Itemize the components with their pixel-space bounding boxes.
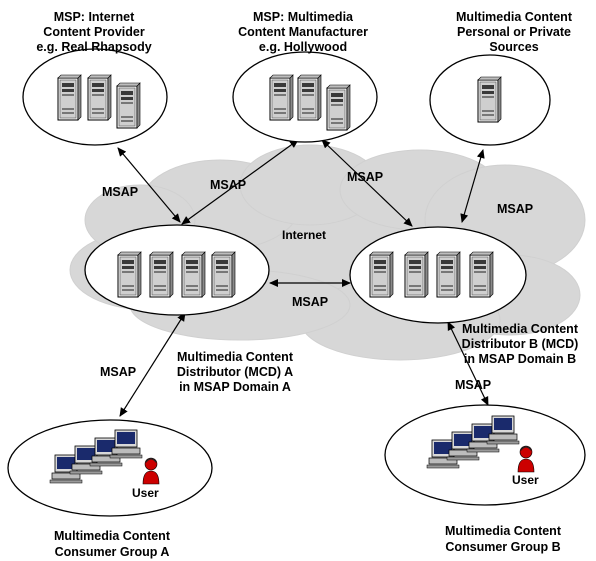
mcd-a-caption-2: Distributor (MCD) A [177,365,293,379]
server-icon [436,251,461,298]
mcd-a-caption-1: Multimedia Content [177,350,294,364]
workstation-icon [109,429,143,459]
node-mcd-a: Multimedia Content Distributor (MCD) A i… [84,224,294,394]
server-icon [116,82,141,129]
msap-label-consumer-a: MSAP [100,365,136,379]
provider-caption-1: MSP: Internet [54,10,135,24]
node-mcd-b: Multimedia Content Distributor B (MCD) i… [349,226,579,366]
personal-caption-2: Personal or Private [457,25,571,39]
server-icon [211,251,236,298]
consumer-a-user-label: User [132,486,159,500]
server-icon [404,251,429,298]
server-icon [297,74,322,121]
server-icon [326,84,351,131]
server-icon [181,251,206,298]
consumer-b-caption-1: Multimedia Content [445,524,562,538]
links [117,139,489,417]
manufacturer-caption-3: e.g. Hollywood [259,40,347,54]
msap-label-a-b: MSAP [292,295,328,309]
internet-label: Internet [282,228,326,242]
server-icon [469,251,494,298]
node-personal-sources: Multimedia Content Personal or Private S… [429,10,573,146]
msap-label-provider: MSAP [102,185,138,199]
mcd-a-caption-3: in MSAP Domain A [179,380,291,394]
node-consumer-a: User Multimedia Content Consumer Group A [7,419,213,559]
server-icon [117,251,142,298]
manufacturer-caption-2: Content Manufacturer [238,25,368,39]
link-mcd-a-consumer-a [119,312,186,417]
mcd-b-caption-2: Distributor B (MCD) [462,337,579,351]
provider-caption-2: Content Provider [43,25,145,39]
mcd-b-caption-3: in MSAP Domain B [464,352,576,366]
personal-caption-3: Sources [489,40,538,54]
node-msp-manufacturer: MSP: Multimedia Content Manufacturer e.g… [232,10,378,143]
server-icon [369,251,394,298]
consumer-b-user-label: User [512,473,539,487]
node-msp-provider: MSP: Internet Content Provider e.g. Real… [22,10,168,146]
msap-label-manufacturer-a: MSAP [210,178,246,192]
manufacturer-caption-1: MSP: Multimedia [253,10,354,24]
msap-label-manufacturer-b: MSAP [347,170,383,184]
link-manufacturer-mcd-b [321,139,413,227]
mcd-b-caption-1: Multimedia Content [462,322,579,336]
personal-caption-1: Multimedia Content [456,10,573,24]
msap-label-consumer-b: MSAP [455,378,491,392]
server-icon [149,251,174,298]
consumer-a-caption-1: Multimedia Content [54,529,171,543]
server-icon [477,76,502,123]
link-personal-mcd-b [460,149,485,223]
link-provider-mcd-a [117,147,181,223]
consumer-a-caption-2: Consumer Group A [55,545,170,559]
server-icon [87,74,112,121]
provider-caption-3: e.g. Real Rhapsody [36,40,151,54]
msap-label-personal: MSAP [497,202,533,216]
workstation-icon [486,415,520,445]
link-manufacturer-mcd-a [181,139,299,225]
consumer-b-caption-2: Consumer Group B [445,540,560,554]
link-mcd-b-consumer-b [447,321,489,406]
server-icon [57,74,82,121]
server-icon [269,74,294,121]
node-consumer-b: User Multimedia Content Consumer Group B [384,404,586,554]
